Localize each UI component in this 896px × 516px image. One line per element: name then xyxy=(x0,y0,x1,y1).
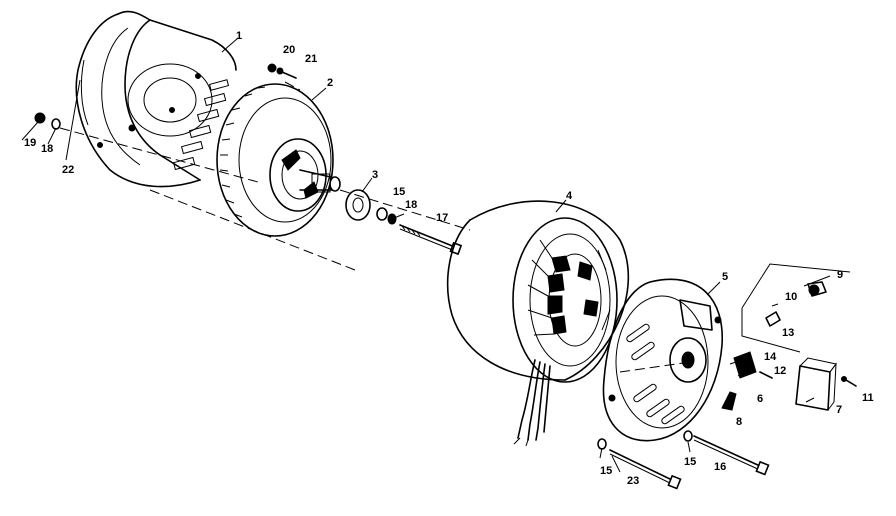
wire-part-8 xyxy=(721,391,737,411)
callout-5: 5 xyxy=(722,271,728,283)
clip-part-10 xyxy=(765,303,781,327)
rotor-fan-part-2 xyxy=(216,83,341,237)
callout-3: 3 xyxy=(372,169,378,181)
callout-11: 11 xyxy=(862,392,874,404)
nut-part-19 xyxy=(34,112,46,124)
callout-1: 1 xyxy=(236,30,242,42)
terminal-part-9 xyxy=(807,281,827,297)
callout-10: 10 xyxy=(785,291,797,303)
brush-holder-part-6 xyxy=(729,351,757,379)
callout-17: 17 xyxy=(436,212,448,224)
callout-22: 22 xyxy=(62,164,74,176)
leader-lines xyxy=(21,37,831,473)
assembly-axis-lines xyxy=(59,81,691,373)
bolt-part-16 xyxy=(683,430,770,476)
washer-part-18-left xyxy=(51,118,61,130)
screw-part-11 xyxy=(841,376,857,387)
callout-13: 13 xyxy=(782,327,794,339)
washer-and-lockwasher xyxy=(376,207,397,225)
screw-part-21 xyxy=(276,67,297,79)
callout-14: 14 xyxy=(764,351,777,363)
callout-labels: 1 2 3 4 5 6 7 8 9 10 11 12 13 14 15 15 1… xyxy=(24,30,874,487)
through-bolt-part-17 xyxy=(399,224,463,256)
bearing-part-3 xyxy=(345,189,371,221)
callout-18-left: 18 xyxy=(41,143,53,155)
callout-23: 23 xyxy=(627,475,639,487)
callout-21: 21 xyxy=(305,53,317,65)
capacitor-part-7 xyxy=(795,357,837,411)
callout-15-center: 15 xyxy=(393,186,405,198)
callout-16: 16 xyxy=(714,461,726,473)
callout-8: 8 xyxy=(736,416,742,428)
end-bell-part-5 xyxy=(602,278,723,442)
stator-part-4 xyxy=(446,200,630,447)
screw-part-12 xyxy=(759,371,773,379)
screw-part-20 xyxy=(267,63,277,73)
callout-12: 12 xyxy=(774,365,786,377)
callout-15-left-bottom: 15 xyxy=(600,465,612,477)
callout-2: 2 xyxy=(327,77,333,89)
callout-4: 4 xyxy=(566,190,573,202)
callout-19: 19 xyxy=(24,137,36,149)
fan-housing-part-1 xyxy=(75,10,237,188)
callout-6: 6 xyxy=(757,393,763,405)
outline-frame xyxy=(741,263,851,353)
callout-20: 20 xyxy=(283,44,295,56)
callout-9: 9 xyxy=(837,269,843,281)
bolt-part-23 xyxy=(597,438,682,490)
callout-15-right-bottom: 15 xyxy=(684,456,696,468)
callout-18-center: 18 xyxy=(405,199,417,211)
callout-7: 7 xyxy=(836,404,842,416)
